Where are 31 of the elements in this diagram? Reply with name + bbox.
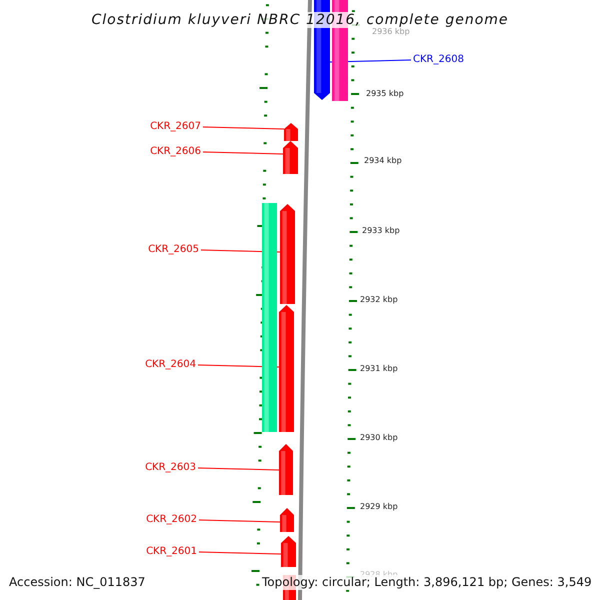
gene-bar: [262, 203, 277, 432]
gene-label: CKR_2601: [146, 546, 197, 558]
gene-block: [280, 508, 294, 532]
gene-label: CKR_2602: [146, 514, 197, 526]
leader-line: [202, 152, 284, 154]
gene-label: CKR_2604: [145, 359, 196, 371]
scale-label: 2930 kbp: [360, 433, 398, 443]
scale-label: 2934 kbp: [364, 156, 402, 166]
scale-label: 2933 kbp: [362, 226, 400, 236]
scale-label: 2931 kbp: [360, 364, 398, 374]
leader-line: [198, 520, 280, 522]
gene-block: [280, 204, 295, 304]
genome-info-text: Topology: circular; Length: 3,896,121 bp; Genes: 3,549: [262, 575, 592, 590]
gene-block: [283, 141, 298, 174]
gene-label: CKR_2607: [150, 121, 201, 133]
scale-label: 2929 kbp: [360, 502, 398, 512]
gene-block: [279, 305, 294, 432]
genome-info-text: Accession: NC_011837: [9, 575, 146, 590]
leader-line: [202, 126, 284, 130]
gene-block: [281, 536, 296, 567]
scale-label: 2936 kbp: [372, 27, 410, 37]
gene-label: CKR_2606: [150, 146, 201, 158]
scale-label: 2935 kbp: [366, 89, 404, 99]
leader-line: [198, 468, 280, 470]
gene-block: [279, 444, 293, 495]
gene-label: CKR_2608: [413, 54, 464, 66]
scale-label: 2932 kbp: [360, 295, 398, 305]
gene-label: CKR_2603: [145, 462, 196, 474]
gene-label: CKR_2605: [148, 244, 199, 256]
leader-line: [198, 552, 282, 554]
gene-block: [284, 123, 298, 141]
